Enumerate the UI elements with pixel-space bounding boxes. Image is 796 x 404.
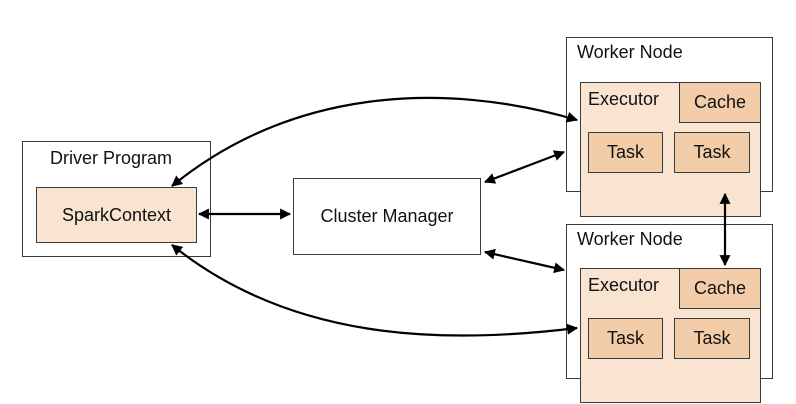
executor-1-label: Executor <box>588 89 660 109</box>
worker-node-1-title: Worker Node <box>577 42 683 62</box>
worker-node-2-box: Worker Node Executor Cache Task Task <box>566 224 773 403</box>
task-2b-box: Task <box>674 318 750 359</box>
worker-node-1-box: Worker Node Executor Cache Task Task <box>566 37 773 217</box>
executor-1-box: Executor Cache Task Task <box>580 82 761 217</box>
task-2b-label: Task <box>693 328 731 348</box>
executor-2-box: Executor Cache Task Task <box>580 268 761 403</box>
task-2a-label: Task <box>606 328 644 348</box>
arrow-cluster-manager-worker-2 <box>483 248 566 274</box>
arrow-sparkcontext-executor-1 <box>171 96 579 187</box>
task-1b-box: Task <box>674 132 750 173</box>
spark-context-label: SparkContext <box>61 204 172 225</box>
task-1b-label: Task <box>693 142 731 162</box>
cache-2-label: Cache <box>693 278 747 298</box>
arrow-cluster-manager-worker-1 <box>483 150 566 184</box>
cache-1-box: Cache <box>679 82 761 123</box>
cache-2-box: Cache <box>679 268 761 309</box>
cluster-manager-box: Cluster Manager <box>293 178 481 255</box>
task-1a-label: Task <box>606 142 644 162</box>
executor-2-label: Executor <box>588 275 660 295</box>
cluster-manager-label: Cluster Manager <box>320 206 454 226</box>
task-2a-box: Task <box>588 318 663 359</box>
worker-node-2-title: Worker Node <box>577 229 683 249</box>
spark-context-box: SparkContext <box>36 187 197 243</box>
arrow-sparkcontext-executor-2 <box>171 244 579 337</box>
driver-program-title: Driver Program <box>50 148 173 168</box>
task-1a-box: Task <box>588 132 663 173</box>
cache-1-label: Cache <box>693 92 747 112</box>
